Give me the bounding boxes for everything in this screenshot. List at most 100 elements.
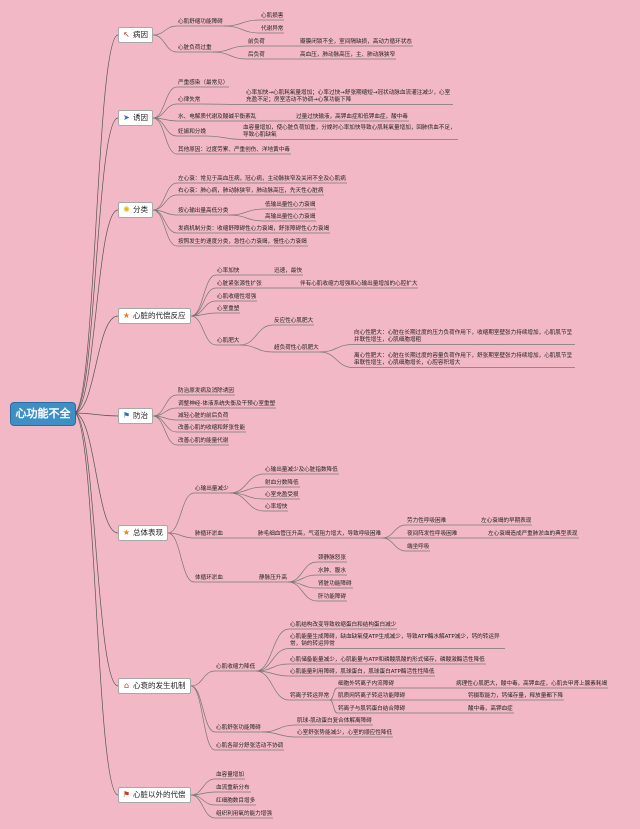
topic-node[interactable]: 心肌储备能量减少，心肌能量与ATP和磷酸肌酸的形式储存，磷酸激酶活性降低	[290, 656, 485, 663]
connector-line	[319, 351, 354, 368]
connector-line	[190, 794, 216, 819]
topic-node[interactable]: 心率加快→心肌耗氧量增加；心率过快→舒张期缩短→冠状动脉血流灌注减少，心室充盈不…	[246, 90, 451, 103]
connector-line	[73, 412, 119, 687]
topic-node[interactable]: 病理性心肌肥大，酸中毒，高钾血症，心肌去甲肾上腺素耗竭	[456, 680, 608, 687]
topic-node[interactable]: 心脏紧张源性扩张	[217, 280, 262, 287]
topic-node[interactable]: 心肌舒缩功能障碍	[178, 18, 223, 25]
topic-node[interactable]: 低输出量性心力衰竭	[265, 201, 316, 208]
topic-node[interactable]: 伴有心肌收缩力增强和心输出量增加的心腔扩大	[300, 280, 418, 287]
topic-node[interactable]: 后负荷	[248, 51, 265, 58]
connector-line	[190, 794, 216, 806]
connector-line	[228, 214, 265, 222]
topic-node[interactable]: 心肌肥大	[217, 337, 240, 344]
topic-node[interactable]: 心室舒张势能减少，心室的顺应性降低	[297, 729, 393, 736]
topic-node[interactable]: 离心性肥大：心脏在长期过度的容量负荷作用下，舒张期室壁张力持续增加，心肌肌节呈串…	[354, 353, 573, 366]
topic-node[interactable]: 前负荷	[248, 38, 265, 45]
topic-node[interactable]: 右心衰：肺心病，肺动脉狭窄，肺动脉高压，先天性心脏病	[178, 187, 324, 194]
topic-node[interactable]: 反应性心肌肥大	[274, 317, 314, 324]
topic-node[interactable]: 心律失常	[178, 96, 201, 103]
topic-node[interactable]: 发病机制分类：收缩舒障碍性心力衰竭，舒张障碍性心力衰竭	[178, 225, 330, 232]
branch-1[interactable]: ➤诱因	[118, 110, 153, 126]
topic-node[interactable]: 肺毛细血管压升高，气道阻力增大，导致呼吸困难	[258, 530, 382, 537]
topic-node[interactable]: 肌球-肌动蛋白复合体解离障碍	[297, 717, 372, 724]
topic-node[interactable]: 左心衰竭的早期表现	[481, 517, 532, 524]
connector-line	[152, 407, 178, 417]
topic-node[interactable]: 其他原因：过度劳累、严重创伤、洋地黄中毒	[178, 146, 290, 153]
topic-node[interactable]: 肾脏功能障碍	[318, 580, 352, 587]
topic-node[interactable]: 心肌能量利用障碍，肌球蛋白，肌球蛋白ATP酶活性性降低	[290, 668, 435, 675]
topic-node[interactable]: 心室重塑	[217, 305, 240, 312]
connector-line	[73, 315, 119, 414]
connector-line	[255, 670, 290, 701]
topic-node[interactable]: 颈静脉怒张	[318, 554, 346, 561]
topic-node[interactable]: 钙离子转运异常	[290, 692, 330, 699]
topic-node[interactable]: 超负荷性心肌肥大	[274, 344, 319, 351]
topic-node[interactable]: 血容量增加，使心脏负荷加重，分娩时心率加快导致心肌耗氧量增加，回肺供血不足，导致…	[243, 125, 456, 138]
topic-node[interactable]: 钙摄取能力，钙储存量，释放量都下降	[468, 692, 564, 699]
connector-line	[190, 791, 216, 796]
topic-node[interactable]: 心肌舒张功能障碍	[216, 724, 261, 731]
root-node[interactable]: 心功能不全	[10, 402, 76, 426]
topic-node[interactable]: 心肌收缩性增强	[217, 293, 257, 300]
topic-node[interactable]: 左心衰竭造成严重肺淤血的典型表现	[488, 530, 578, 537]
topic-node[interactable]: 按照发生的速度分类，急性心力衰竭，慢性心力衰竭	[178, 238, 307, 245]
topic-node[interactable]: 酸中毒，高钾血症	[468, 705, 513, 712]
topic-node[interactable]: 防治原发病及消除诱因	[178, 387, 234, 394]
topic-node[interactable]: 肝功能障碍	[318, 593, 346, 600]
topic-node[interactable]: 红细胞数目增多	[216, 797, 256, 804]
topic-node[interactable]: 端坐呼吸	[407, 543, 430, 550]
topic-node[interactable]: 心输出量减少	[195, 485, 229, 492]
topic-node[interactable]: 向心性肥大：心脏在长期过度的压力负荷作用下，收缩期室壁张力持续增加，心肌肌节呈并…	[354, 330, 573, 343]
topic-node[interactable]: 血流重新分布	[216, 784, 250, 791]
branch-5[interactable]: ★总体表现	[118, 525, 168, 541]
topic-node[interactable]: 改善心肌的能量代谢	[178, 437, 229, 444]
topic-node[interactable]: 左心衰：常见于高血压病，冠心病，主动脉狭窄及关闭不全及心肌病	[178, 175, 346, 182]
topic-node[interactable]: 高输出量性心力衰竭	[265, 213, 316, 220]
topic-node[interactable]: 心肌能量生成障碍，缺血缺氧使ATP生成减少，导致ATP酶水解ATP减少，钙的转运…	[290, 634, 500, 647]
topic-node[interactable]: 夜间阵发性呼吸困难	[407, 530, 458, 537]
topic-node[interactable]: 静脉压升高	[259, 574, 287, 581]
connector-line	[73, 117, 119, 414]
topic-node[interactable]: 心肌损害	[261, 12, 284, 19]
topic-node[interactable]: 细胞外钙离子内流障碍	[338, 680, 394, 687]
topic-node[interactable]: 心肌收缩力降低	[216, 663, 256, 670]
topic-node[interactable]: 心脏负荷过重	[178, 44, 212, 51]
topic-node[interactable]: 代谢异常	[261, 25, 284, 32]
topic-node[interactable]: 按心输出量高低分类	[178, 207, 229, 214]
topic-node[interactable]: 心肌结构改变导致收缩蛋白和结构蛋白减少	[290, 621, 397, 628]
topic-node[interactable]: 过量过快输液，高钾血症和低钾血症，酸中毒	[296, 113, 408, 120]
branch-0[interactable]: ↖病因	[118, 27, 153, 43]
topic-node[interactable]: 心输出量减少及心脏指数降低	[265, 466, 338, 473]
topic-node[interactable]: 体循环淤血	[195, 574, 223, 581]
branch-4[interactable]: ⚑防治	[118, 408, 153, 424]
topic-node[interactable]: 瓣膜闭锁不全，室间隔缺损，高动力循环状态	[300, 38, 412, 45]
topic-node[interactable]: 妊娠和分娩	[178, 128, 206, 135]
connector-line	[152, 86, 178, 119]
topic-node[interactable]: 减轻心脏的前后负荷	[178, 412, 229, 419]
topic-node[interactable]: 高血压，肺动脉高压，主、肺动脉狭窄	[300, 51, 396, 58]
topic-node[interactable]: 心率加快	[217, 267, 240, 274]
topic-node[interactable]: 心室充盈受损	[265, 491, 299, 498]
topic-node[interactable]: 肌质网钙离子转运功能障碍	[338, 692, 406, 699]
topic-node[interactable]: 肺循环淤血	[195, 530, 223, 537]
topic-node[interactable]: 水肿、腹水	[318, 567, 346, 574]
topic-node[interactable]: 迅速，最快	[274, 267, 302, 274]
topic-node[interactable]: 水、电解质代谢及酸碱平衡紊乱	[178, 113, 257, 120]
connector-line	[190, 315, 217, 346]
topic-node[interactable]: 劳力性呼吸困难	[407, 517, 447, 524]
connector-line	[190, 274, 217, 317]
branch-3[interactable]: ★心脏的代偿反应	[118, 308, 191, 324]
topic-node[interactable]: 射血分数降低	[265, 479, 299, 486]
branch-7[interactable]: ⚑心脏以外的代偿	[118, 787, 191, 803]
topic-node[interactable]: 心率增快	[265, 503, 288, 510]
topic-node[interactable]: 严重感染（最常见）	[178, 79, 229, 86]
topic-node[interactable]: 改善心肌的收缩和舒张性能	[178, 424, 246, 431]
branch-2[interactable]: ✺分类	[118, 202, 153, 218]
topic-node[interactable]: 血容量增加	[216, 771, 244, 778]
branch-label: 总体表现	[133, 528, 163, 537]
topic-node[interactable]: 钙离子与肌钙蛋白结合障碍	[338, 705, 406, 712]
topic-node[interactable]: 调整神经-体液系统失衡及干预心室重塑	[178, 400, 276, 407]
topic-node[interactable]: 心肌各部分舒张活动不协调	[216, 742, 284, 749]
topic-node[interactable]: 组织利用氧的能力增强	[216, 810, 272, 817]
branch-6[interactable]: ⌂心衰的发生机制	[118, 678, 191, 694]
